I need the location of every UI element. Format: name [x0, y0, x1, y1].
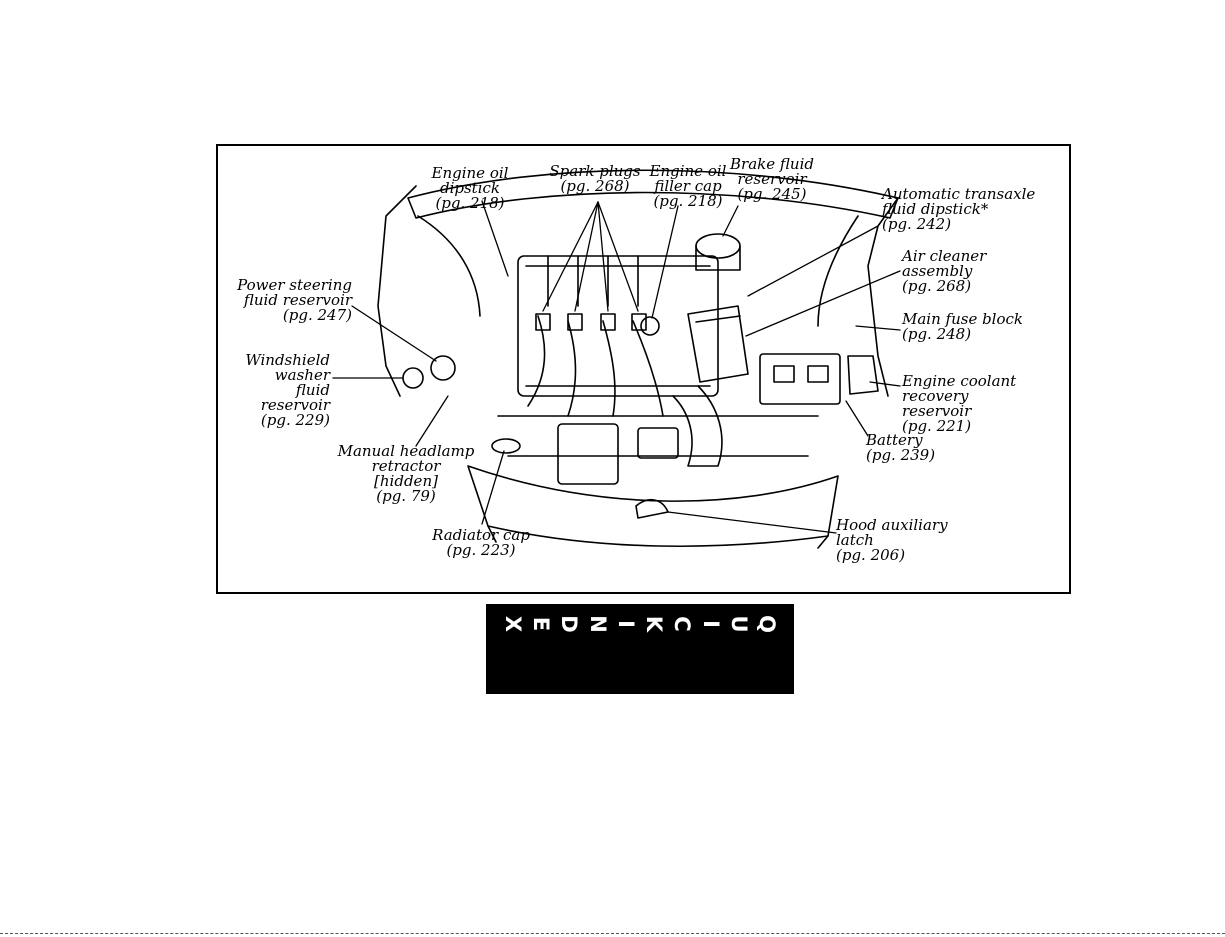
- pointer-filler-cap: [651, 205, 679, 319]
- pointer-transaxle: [747, 225, 879, 297]
- air-cleaner-housing: [687, 305, 749, 383]
- label-air-cleaner-assembly: Air cleaner assembly (pg. 268): [902, 247, 987, 295]
- label-engine-oil-dipstick: Engine oil dipstick (pg. 218): [431, 164, 509, 212]
- quick-index-letter: I: [613, 620, 638, 628]
- pointer-spark-2: [574, 201, 599, 312]
- label-engine-coolant-recovery-reservoir: Engine coolant recovery reservoir (pg. 2…: [902, 372, 1017, 435]
- label-manual-headlamp-retractor: Manual headlamp retractor [hidden] (pg. …: [337, 442, 475, 505]
- label-automatic-transaxle-fluid-dipstick: Automatic transaxle fluid dipstick* (pg.…: [882, 185, 1036, 233]
- label-spark-plugs: Spark plugs (pg. 268): [549, 162, 641, 195]
- spark-plug-wires: [527, 315, 664, 417]
- pointer-battery: [845, 400, 869, 437]
- pointer-coolant: [869, 381, 901, 387]
- label-battery: Battery (pg. 239): [866, 431, 936, 464]
- front-bumper: [467, 465, 839, 548]
- oil-filler-cap: [640, 316, 660, 336]
- pointer-radiator-cap: [481, 450, 505, 525]
- pointer-brake: [722, 205, 739, 237]
- quick-index-letter: C: [670, 616, 695, 632]
- quick-index-letter: K: [642, 615, 667, 633]
- label-windshield-washer-fluid-reservoir: Windshield washer fluid reservoir (pg. 2…: [245, 351, 330, 429]
- label-brake-fluid-reservoir: Brake fluid reservoir (pg. 245): [730, 155, 814, 203]
- intake-duct: [672, 385, 723, 467]
- spark-plug-2: [567, 313, 583, 331]
- quick-index-letter: D: [557, 615, 582, 633]
- quick-index-tab: X E D N I K C I U Q: [486, 604, 794, 694]
- pointer-spark-3: [597, 201, 609, 312]
- coolant-reservoir-shape: [847, 355, 879, 395]
- pointer-air-cleaner: [745, 270, 901, 337]
- quick-index-letter: U: [726, 615, 751, 633]
- right-fender: [867, 197, 899, 397]
- page-bottom-rule: [0, 933, 1225, 934]
- radiator-cap-shape: [491, 438, 521, 454]
- label-main-fuse-block: Main fuse block (pg. 248): [902, 310, 1024, 343]
- pointer-spark-4: [597, 201, 639, 312]
- engine-compartment-diagram: Engine oil dipstick (pg. 218) Spark plug…: [216, 144, 1071, 594]
- quick-index-letter: I: [698, 620, 723, 628]
- pointer-fuse-block: [855, 325, 901, 331]
- battery-shape: [759, 353, 841, 405]
- label-radiator-cap: Radiator cap (pg. 223): [432, 526, 530, 559]
- label-engine-oil-filler-cap: Engine oil filler cap (pg. 218): [649, 162, 727, 210]
- power-steering-reservoir-shape: [430, 355, 456, 381]
- quick-index-letter: N: [585, 615, 610, 633]
- quick-index-letter: Q: [754, 615, 779, 633]
- pointer-hood-latch: [667, 511, 837, 534]
- spark-plug-1: [535, 313, 551, 331]
- pointer-dipstick: [481, 200, 509, 277]
- spark-plug-4: [631, 313, 647, 331]
- pointer-power-steering: [351, 305, 437, 362]
- hood-latch-shape: [635, 499, 669, 519]
- left-fender: [377, 185, 417, 397]
- washer-fluid-reservoir-shape: [402, 367, 424, 389]
- pointer-spark-1: [542, 201, 599, 312]
- label-power-steering-fluid-reservoir: Power steering fluid reservoir (pg. 247): [237, 276, 352, 324]
- label-hood-auxiliary-latch: Hood auxiliary latch (pg. 206): [836, 516, 948, 564]
- quick-index-letter: X: [501, 615, 525, 633]
- quick-index-letter: E: [529, 616, 554, 632]
- brake-fluid-reservoir-shape: [695, 233, 741, 259]
- spark-plug-3: [600, 313, 616, 331]
- engine-illustration: [332, 169, 901, 549]
- pointer-headlamp: [415, 395, 449, 447]
- hood-outline: [407, 169, 899, 219]
- quick-index-letters: X E D N I K C I U Q: [486, 604, 794, 644]
